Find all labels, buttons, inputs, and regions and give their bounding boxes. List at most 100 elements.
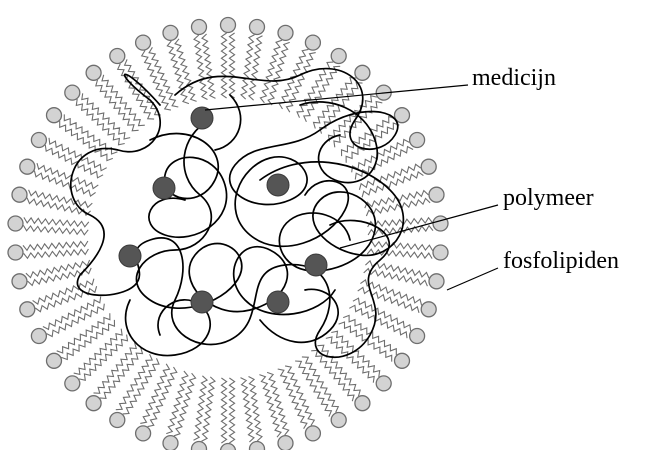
drug-molecule (266, 173, 290, 197)
lipid-tail (122, 358, 160, 415)
lipid-tail (352, 297, 412, 332)
lipid-tail (228, 377, 236, 444)
lipid-tail (240, 377, 255, 443)
lipid-head (109, 47, 126, 65)
phospholipid (295, 356, 347, 429)
lipid-head (304, 425, 322, 442)
lipid-tail (63, 114, 118, 155)
leader-line (204, 84, 469, 111)
lipid-head (354, 64, 371, 81)
phospholipid (277, 365, 322, 442)
lipid-head (393, 352, 411, 369)
lipid-tail (27, 267, 92, 287)
lipid-tail (33, 170, 96, 198)
lipid-head (277, 434, 294, 450)
lipid-head (330, 47, 347, 65)
label-text: fosfolipiden (503, 248, 619, 274)
lipid-tail (331, 330, 381, 377)
phospholipid (240, 18, 266, 101)
lipid-tail (34, 286, 98, 313)
lipid-tail (193, 34, 208, 100)
lipid-tail (278, 48, 309, 110)
lipid-tail (140, 363, 171, 424)
phospholipid (85, 342, 144, 412)
lipid-tail (349, 304, 408, 339)
lipid-tail (259, 374, 282, 438)
phospholipid (45, 107, 118, 162)
lipid-head (219, 16, 237, 34)
drug-molecule (266, 290, 290, 314)
phospholipid (190, 375, 216, 450)
lipid-head (190, 440, 208, 450)
leader-line (446, 267, 499, 291)
drug-molecule (152, 176, 176, 200)
lipid-head (408, 131, 426, 149)
phospholipid (259, 24, 294, 106)
phospholipid (19, 158, 99, 198)
lipid-head (408, 327, 426, 345)
lipid-tail (36, 162, 99, 190)
lipid-tail (247, 35, 263, 101)
lipid-head (45, 352, 63, 369)
lipid-head (109, 411, 126, 429)
lipid-tail (22, 240, 89, 252)
leader-line (339, 204, 499, 249)
lipid-head (85, 395, 102, 412)
label-polymer: polymeer (339, 185, 594, 249)
lipid-tail (363, 267, 428, 287)
lipid-head (219, 442, 237, 450)
polymer-strand (259, 161, 405, 272)
lipid-tail (325, 336, 375, 383)
lipid-tail (61, 319, 116, 361)
lipid-head (428, 273, 445, 290)
lipid-head (248, 18, 266, 36)
lipid-tail (311, 349, 355, 402)
phospholipid (278, 34, 322, 113)
lipid-head (277, 24, 294, 42)
lipid-tail (367, 216, 433, 228)
lipid-tail (301, 356, 340, 413)
lipid-head (248, 440, 266, 450)
lipid-tail (59, 120, 113, 162)
label-phospholipids: fosfolipiden (446, 248, 619, 291)
lipid-head (420, 301, 437, 318)
drug-molecule (304, 253, 328, 277)
phospholipid (162, 24, 197, 105)
phospholipid (109, 47, 161, 120)
lipid-tail (166, 370, 189, 435)
lipid-head (7, 215, 24, 232)
polymer-strand (69, 73, 390, 358)
lipid-tail (75, 99, 125, 146)
lipid-tail (284, 365, 316, 426)
lipid-head (162, 434, 179, 450)
drug-molecule (190, 290, 214, 314)
phospholipid (7, 240, 89, 261)
lipid-tail (361, 170, 424, 198)
lipid-tail (302, 65, 341, 123)
polymer-strand (214, 94, 378, 184)
lipid-tail (115, 353, 154, 411)
lipid-tail (201, 376, 216, 442)
polymer-strand (148, 132, 228, 238)
lipid-tail (266, 371, 290, 436)
lipid-tail (123, 59, 161, 116)
phospholipid (296, 47, 347, 123)
lipid-tail (228, 32, 236, 99)
lipid-tail (99, 347, 144, 400)
lipid-head (7, 244, 24, 261)
lipid-tail (32, 278, 95, 306)
phospholipid (134, 34, 179, 111)
lipid-head (428, 186, 445, 203)
lipid-tail (148, 47, 179, 108)
lipid-head (354, 395, 371, 412)
lipid-tail (366, 248, 433, 260)
lipid-tail (147, 366, 178, 428)
phospholipid (325, 330, 392, 392)
phospholipid (85, 64, 145, 132)
phospholipid (219, 16, 237, 99)
lipid-tail (220, 377, 228, 444)
lipid-tail (193, 375, 209, 441)
lipid-tail (26, 197, 91, 217)
phospholipid (190, 18, 216, 100)
